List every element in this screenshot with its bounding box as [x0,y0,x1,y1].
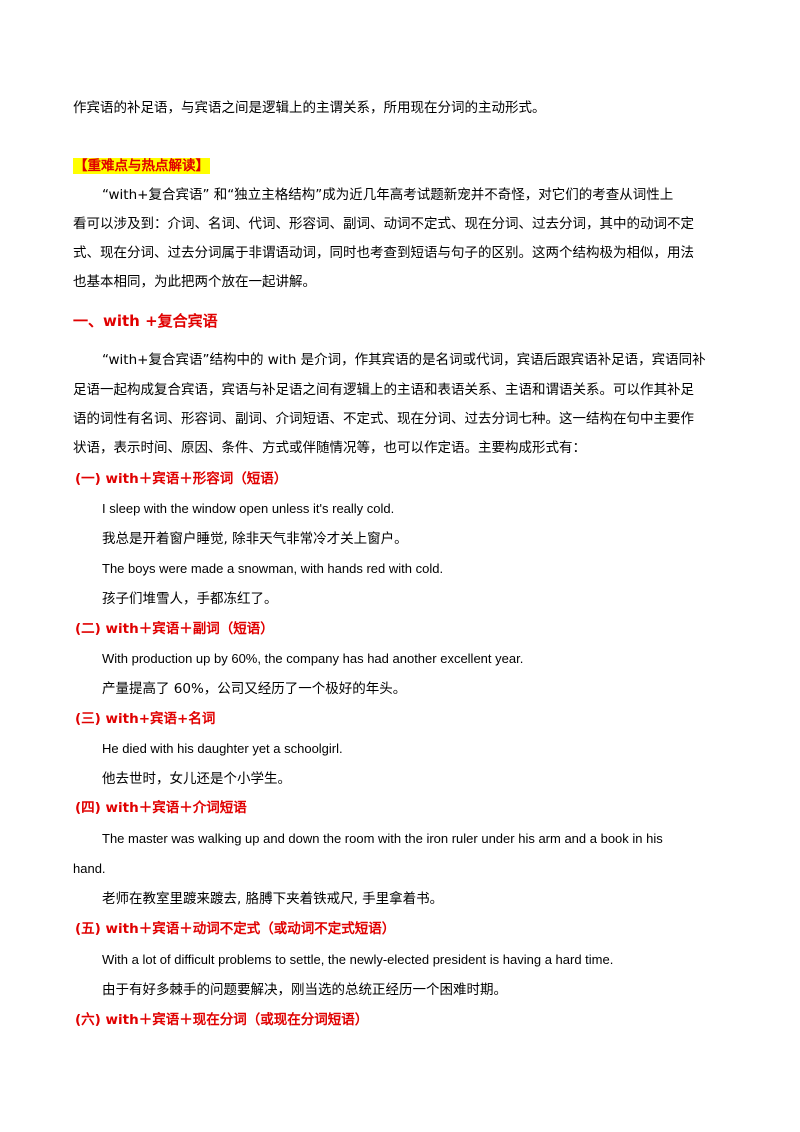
sub1-example1-cn: 我总是开着窗户睡觉, 除非天气非常冷才关上窗户。 [102,531,408,547]
overview-line-4: 也基本相同，为此把两个放在一起讲解。 [73,274,316,290]
sub1-example2-en: The boys were made a snowman, with hands… [102,561,444,576]
overview-line-1: “with+复合宾语” 和“独立主格结构”成为近几年高考试题新宠并不奇怪，对它们… [102,187,674,203]
sub1-title: (一) with＋宾语＋形容词（短语） [75,471,288,487]
sub4-example1-en-line1: The master was walking up and down the r… [102,831,663,846]
overview-line-3: 式、现在分词、过去分词属于非谓语动词，同时也考查到短语与句子的区别。这两个结构极… [73,245,694,261]
sub2-example1-en: With production up by 60%, the company h… [102,651,524,666]
intro-line: 作宾语的补足语，与宾语之间是逻辑上的主谓关系，所用现在分词的主动形式。 [73,100,546,116]
sub3-example1-cn: 他去世时，女儿还是个小学生。 [102,771,291,787]
sub3-example1-en: He died with his daughter yet a schoolgi… [102,741,343,756]
sub4-example1-en-line2: hand. [73,861,106,876]
section1-body-line-3: 语的词性有名词、形容词、副词、介词短语、不定式、现在分词、过去分词七种。这一结构… [73,411,694,427]
sub5-example1-cn: 由于有好多棘手的问题要解决，刚当选的总统正经历一个困难时期。 [102,982,507,998]
sub2-title: (二) with＋宾语＋副词（短语） [75,621,274,637]
sub4-title: (四) with＋宾语＋介词短语 [75,800,247,816]
overview-line-2: 看可以涉及到：介词、名词、代词、形容词、副词、动词不定式、现在分词、过去分词，其… [73,216,694,232]
sub4-example1-cn: 老师在教室里踱来踱去, 胳膊下夹着铁戒尺, 手里拿着书。 [102,891,444,907]
key-points-heading: 【重难点与热点解读】 [73,157,210,175]
section1-title: 一、with +复合宾语 [73,312,218,330]
section1-body-line-4: 状语，表示时间、原因、条件、方式或伴随情况等，也可以作定语。主要构成形式有： [73,440,586,456]
key-points-label: 【重难点与热点解读】 [73,158,210,174]
sub1-example1-en: I sleep with the window open unless it's… [102,501,395,516]
sub6-title: (六) with＋宾语＋现在分词（或现在分词短语） [75,1012,369,1028]
sub5-title: (五) with＋宾语＋动词不定式（或动词不定式短语） [75,921,396,937]
sub5-example1-en: With a lot of difficult problems to sett… [102,952,614,967]
sub3-title: (三) with+宾语+名词 [75,711,216,727]
sub1-example2-cn: 孩子们堆雪人，手都冻红了。 [102,591,278,607]
section1-body-line-1: “with+复合宾语”结构中的 with 是介词，作其宾语的是名词或代词，宾语后… [102,352,706,368]
section1-body-line-2: 足语一起构成复合宾语，宾语与补足语之间有逻辑上的主语和表语关系、主语和谓语关系。… [73,382,694,398]
sub2-example1-cn: 产量提高了 60%，公司又经历了一个极好的年头。 [102,681,407,697]
